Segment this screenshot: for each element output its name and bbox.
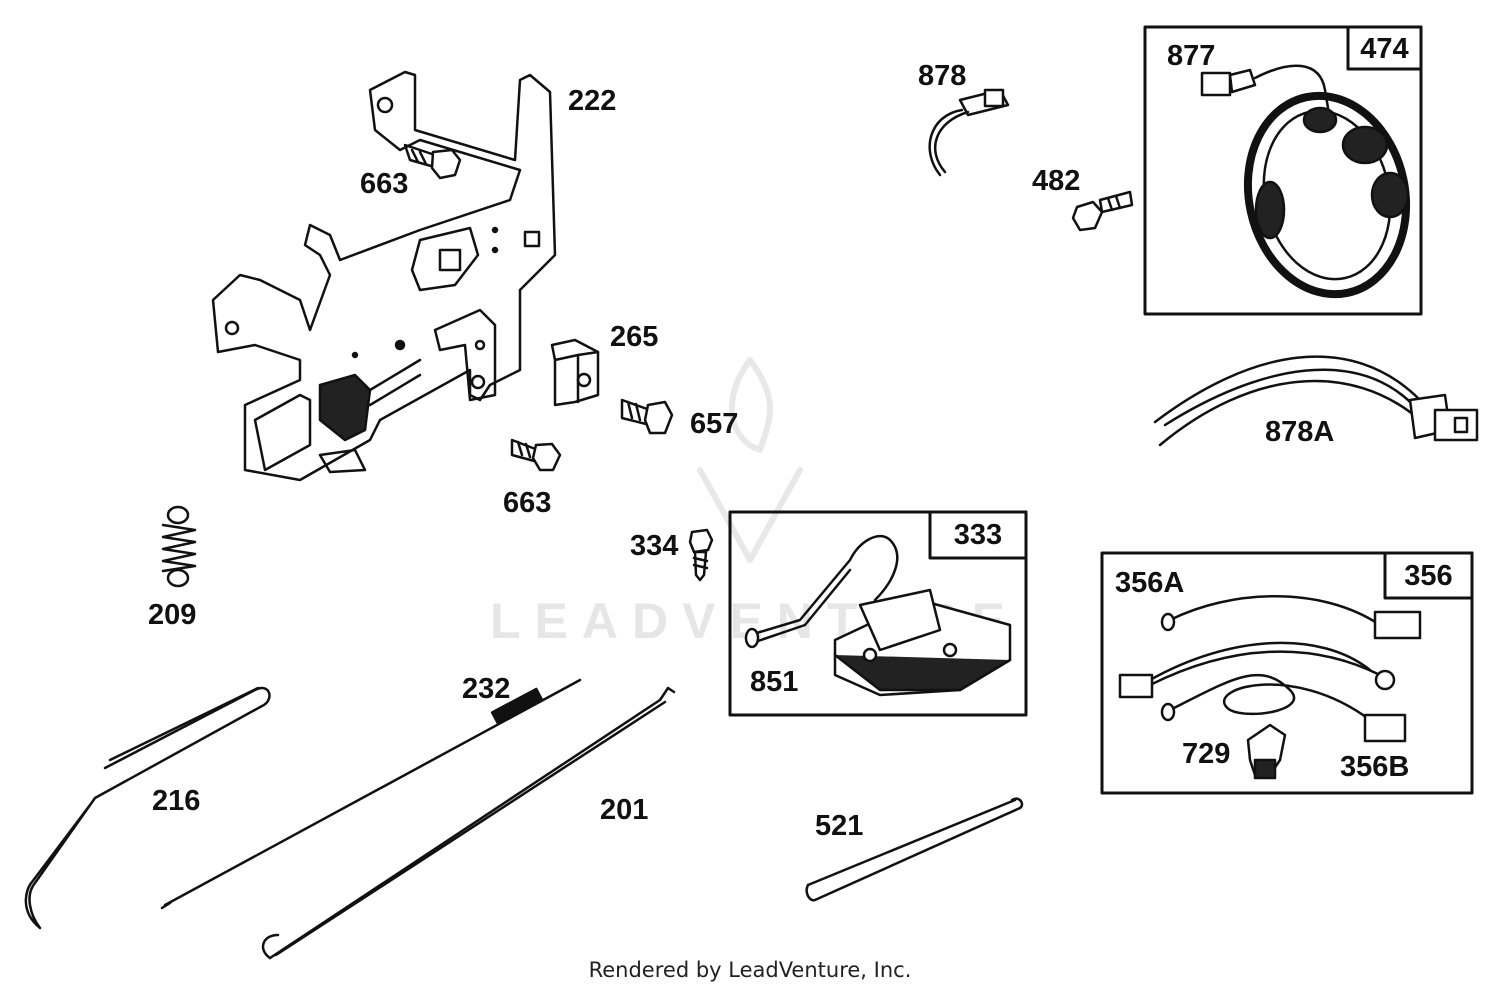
kit-label-474[interactable]: 474 <box>1360 33 1409 65</box>
label-356B[interactable]: 356B <box>1340 751 1410 783</box>
label-201[interactable]: 201 <box>600 794 649 826</box>
bolt-482 <box>1073 192 1132 230</box>
label-851[interactable]: 851 <box>750 666 799 698</box>
governor-link-201 <box>263 688 674 958</box>
label-216[interactable]: 216 <box>152 785 201 817</box>
control-bracket-222 <box>213 72 555 480</box>
label-356A[interactable]: 356A <box>1115 567 1185 599</box>
clip-265 <box>552 340 598 405</box>
kit-356-box <box>1102 553 1472 793</box>
bolt-663-lower <box>512 440 560 470</box>
label-729[interactable]: 729 <box>1182 738 1231 770</box>
kit-label-333[interactable]: 333 <box>953 519 1003 551</box>
label-232[interactable]: 232 <box>462 673 511 705</box>
footer-credit: Rendered by LeadVenture, Inc. <box>588 958 912 982</box>
label-482[interactable]: 482 <box>1032 165 1081 197</box>
label-265[interactable]: 265 <box>610 321 659 353</box>
watermark-logo <box>700 360 800 560</box>
label-521[interactable]: 521 <box>815 810 864 842</box>
screw-334 <box>690 530 712 580</box>
label-209[interactable]: 209 <box>148 599 197 631</box>
link-rod-216 <box>26 688 270 928</box>
fuel-line-521 <box>807 799 1022 901</box>
bolt-657 <box>622 400 672 433</box>
label-334[interactable]: 334 <box>630 530 679 562</box>
label-663-upper[interactable]: 663 <box>360 168 409 200</box>
label-657[interactable]: 657 <box>690 408 739 440</box>
spring-rod-232 <box>162 680 580 908</box>
kit-474-box <box>1145 27 1424 314</box>
label-222[interactable]: 222 <box>568 85 617 117</box>
label-878A[interactable]: 878A <box>1265 416 1335 448</box>
spring-209 <box>163 507 195 586</box>
label-663-lower[interactable]: 663 <box>503 487 552 519</box>
kit-label-356[interactable]: 356 <box>1404 560 1453 592</box>
label-878[interactable]: 878 <box>918 60 967 92</box>
connector-878 <box>930 90 1008 175</box>
kit-333-box <box>730 512 1026 715</box>
harness-878A <box>1155 357 1477 445</box>
bolt-663-upper <box>405 145 460 178</box>
label-877[interactable]: 877 <box>1167 40 1216 72</box>
